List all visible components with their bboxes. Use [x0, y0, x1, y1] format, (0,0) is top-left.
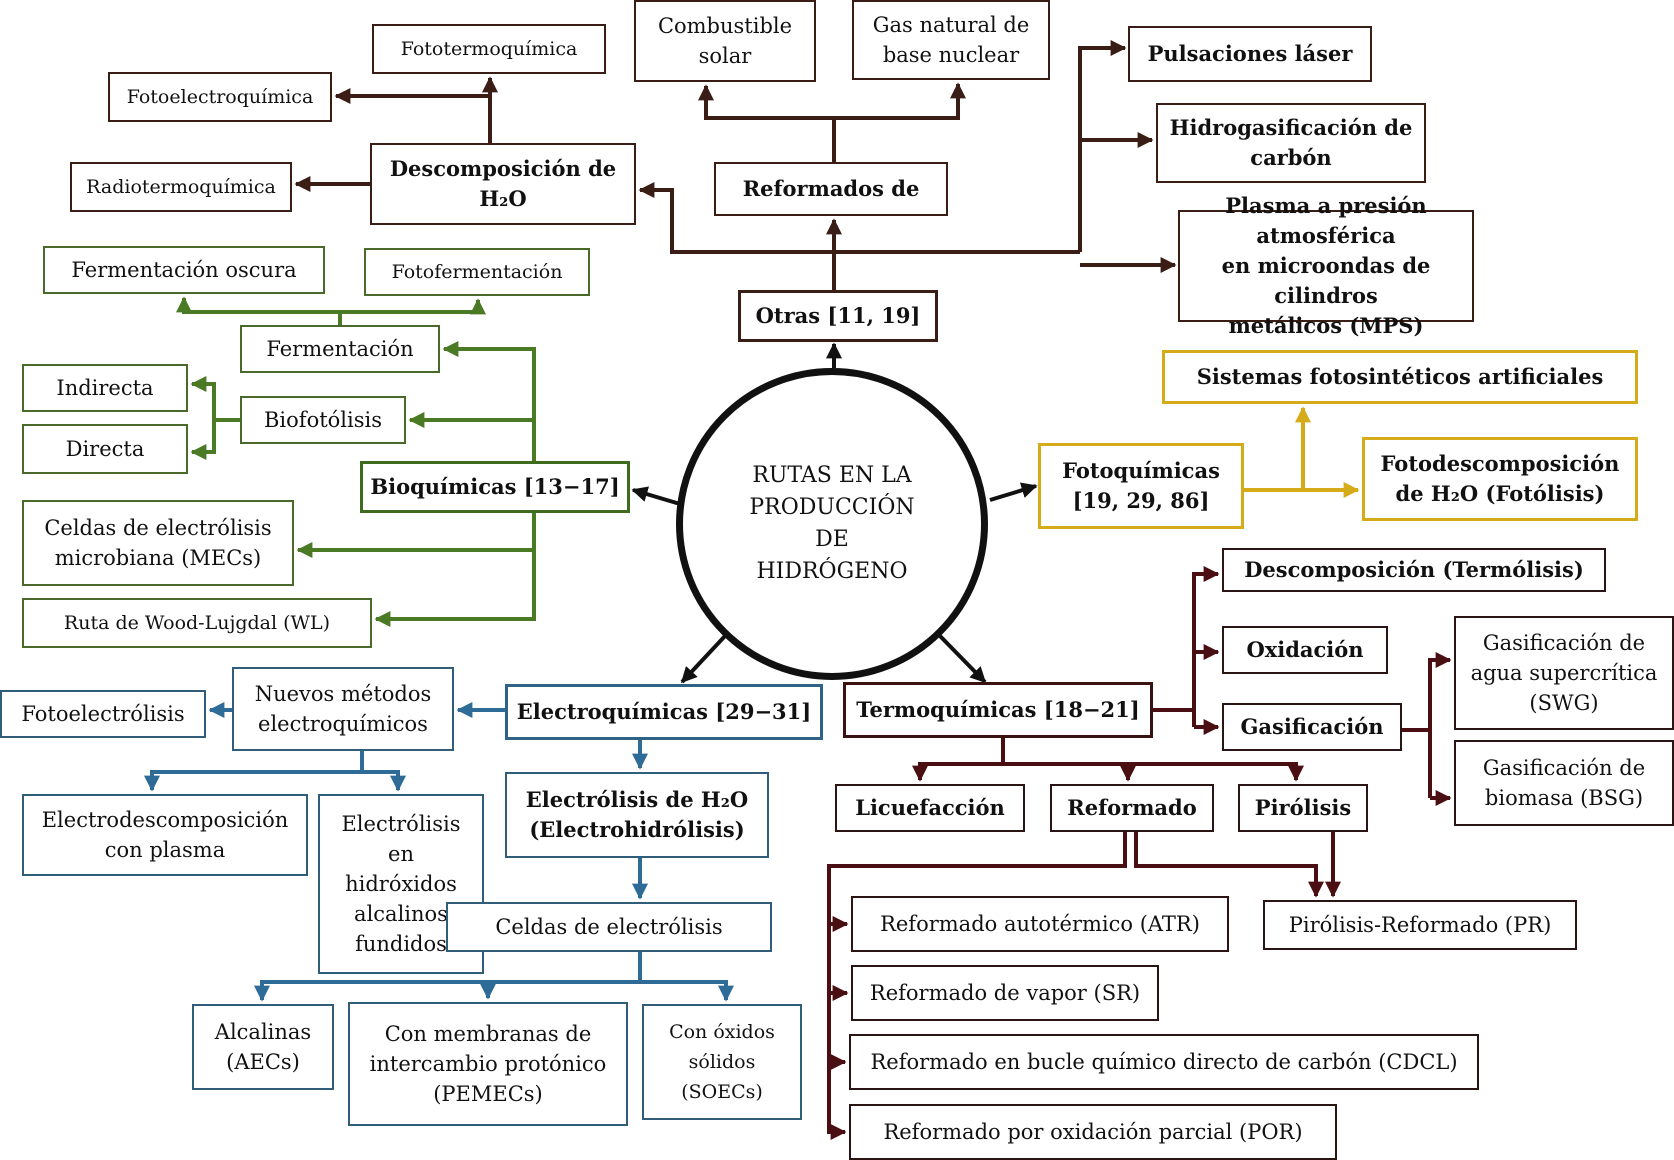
node-atr: Reformado autotérmico (ATR)	[851, 896, 1229, 952]
node-por: Reformado por oxidación parcial (POR)	[849, 1104, 1337, 1160]
node-licuefaccion: Licuefacción	[835, 784, 1025, 832]
node-aecs: Alcalinas (AECs)	[192, 1004, 334, 1090]
connector-reformados-gasnatural	[834, 82, 966, 120]
node-fermentacion-oscura: Fermentación oscura	[43, 246, 325, 294]
node-nuevos-metodos: Nuevos métodos electroquímicos	[232, 667, 454, 751]
connector-reformado-pr	[1134, 832, 1324, 898]
node-electrolisis-h2o: Electrólisis de H₂O (Electrohidrólisis)	[505, 772, 769, 858]
connector-nuevos-hidroxidos	[362, 770, 406, 792]
connector-termo-termolisis	[1192, 566, 1220, 727]
node-pemecs: Con membranas de intercambio protónico (…	[348, 1002, 628, 1126]
connector-ferm-fotoferm	[340, 298, 486, 315]
connector-celdas-pemecs	[480, 980, 640, 1000]
node-reformados: Reformados de	[714, 162, 948, 216]
connector-termo-pirolisis	[1128, 762, 1304, 782]
node-directa: Directa	[22, 424, 188, 474]
node-pulsaciones-laser: Pulsaciones láser	[1128, 26, 1372, 82]
connector-center-electroquimicas	[680, 634, 727, 684]
node-termoquimicas: Termoquímicas [18−21]	[843, 682, 1153, 738]
node-oxidacion: Oxidación	[1222, 626, 1388, 674]
node-fotolisis: Fotodescomposición de H₂O (Fotólisis)	[1362, 437, 1638, 521]
node-soecs: Con óxidos sólidos (SOECs)	[642, 1004, 802, 1120]
node-otras: Otras [11, 19]	[738, 290, 938, 342]
connector-termo-reformado	[1003, 762, 1136, 782]
node-celdas-electrolisis: Celdas de electrólisis	[446, 902, 772, 952]
node-gas-natural: Gas natural de base nuclear	[852, 0, 1050, 80]
connector-center-fotoquimicas	[989, 482, 1038, 502]
node-electrodescomposicion: Electrodescomposición con plasma	[22, 794, 308, 876]
connector-center-bioquimicas	[631, 486, 681, 506]
node-descomposicion-h2o: Descomposición de H₂O	[370, 143, 636, 225]
connector-gasif-swg	[1428, 652, 1452, 798]
connector-reformados-combustible	[698, 84, 836, 162]
connector-bio-fermentacion	[442, 341, 536, 461]
node-combustible-solar: Combustible solar	[634, 0, 816, 82]
connector-otras-pulsaciones	[1078, 40, 1127, 252]
connector-bio-wl	[374, 513, 536, 627]
connector-celdas-soecs	[640, 980, 734, 1002]
node-reformado: Reformado	[1050, 784, 1214, 832]
connector-reformado-por	[827, 832, 1127, 1140]
node-pirolisis-reformado: Pirólisis-Reformado (PR)	[1263, 900, 1577, 950]
connector-celdas-aecs	[254, 952, 642, 1002]
node-fototermoquimica: Fototermoquímica	[372, 24, 606, 74]
node-gasificacion: Gasificación	[1222, 703, 1402, 751]
node-biofotolisis: Biofotólisis	[240, 396, 406, 444]
connector-biofot-indirecta	[190, 376, 240, 422]
node-hidrogasificacion: Hidrogasificación de carbón	[1156, 103, 1426, 183]
node-swg: Gasificación de agua supercrítica (SWG)	[1454, 616, 1674, 730]
node-fotoquimicas: Fotoquímicas [19, 29, 86]	[1038, 443, 1244, 529]
node-fotoelectrolisis: Fotoelectrólisis	[0, 690, 206, 738]
connector-termo-licuefaccion	[912, 738, 1005, 782]
node-bsg: Gasificación de biomasa (BSG)	[1454, 740, 1674, 826]
node-wood-lujgdal: Ruta de Wood-Lujgdal (WL)	[22, 598, 372, 648]
connector-center-termoquimicas	[938, 634, 987, 684]
connector-nuevos-electrodescomp	[144, 751, 364, 792]
connector-ferm-oscura	[176, 296, 342, 325]
node-electroquimicas: Electroquímicas [29−31]	[505, 684, 823, 740]
connector-otras-descomposicion	[638, 182, 834, 254]
node-radiotermoquimica: Radiotermoquímica	[70, 162, 292, 212]
node-indirecta: Indirecta	[22, 364, 188, 412]
node-termolisis: Descomposición (Termólisis)	[1222, 548, 1606, 592]
node-fotofermentacion: Fotofermentación	[364, 248, 590, 296]
node-sistemas-fotosinteticos: Sistemas fotosintéticos artificiales	[1162, 350, 1638, 404]
node-fermentacion: Fermentación	[240, 325, 440, 373]
node-bioquimicas: Bioquímicas [13−17]	[360, 461, 630, 513]
node-plasma-mps: Plasma a presión atmosférica en microond…	[1178, 193, 1474, 338]
node-mecs: Celdas de electrólisis microbiana (MECs)	[22, 500, 294, 586]
central-node: RUTAS EN LA PRODUCCIÓN DE HIDRÓGENO	[676, 368, 988, 680]
node-fotoelectroquimica: Fotoelectroquímica	[108, 72, 332, 122]
node-sr: Reformado de vapor (SR)	[851, 965, 1159, 1021]
connector-biofot-directa	[190, 420, 216, 460]
node-pirolisis: Pirólisis	[1238, 784, 1368, 832]
node-cdcl: Reformado en bucle químico directo de ca…	[849, 1034, 1479, 1090]
